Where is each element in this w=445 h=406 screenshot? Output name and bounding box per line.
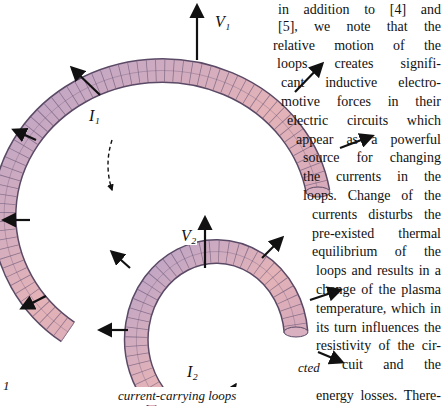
body-text-line: motive forces in their	[281, 93, 441, 111]
body-text-line: equilibrium of the	[312, 243, 441, 261]
body-text-line: change of the plasma	[316, 281, 441, 299]
figure-caption: current-carrying loops	[116, 387, 238, 405]
body-text-line: cant inductive electro-	[281, 74, 441, 92]
body-text-line: resistivity of the cir-	[316, 337, 441, 355]
body-text-line: cuit and the	[342, 356, 441, 374]
caption-fragment: cted	[298, 359, 320, 377]
quantity-symbol: V₁	[214, 13, 231, 31]
body-text-line: relative motion of the	[273, 37, 441, 55]
body-text-line: temperature, which in	[316, 300, 441, 318]
body-text-line: loops creates signifi-	[277, 55, 441, 73]
small-loop	[136, 251, 308, 402]
figure-number: 1	[3, 377, 10, 395]
body-text-line: its turn influences the	[316, 319, 441, 337]
body-text-line: energy losses. There-	[316, 387, 441, 405]
body-text-line: pre-existed thermal	[312, 225, 441, 243]
body-text-line: in addition to [4] and	[278, 1, 441, 19]
quantity-symbol: V₂	[180, 227, 197, 245]
quantity-symbol: I₂	[186, 363, 199, 381]
body-text-line: loops and results in a	[316, 262, 441, 280]
current-arrows	[108, 140, 236, 400]
quantity-symbol: I₁	[88, 107, 101, 125]
body-text-line: appear as a powerful	[296, 131, 441, 149]
body-text-line: loops. Change of the	[303, 187, 441, 205]
body-text-line: currents disturbs the	[312, 206, 441, 224]
body-text-line: electric circuits which	[287, 112, 441, 130]
body-text-line: the currents in the	[303, 168, 441, 186]
body-text-line: [5], we note that the	[278, 18, 441, 36]
body-text-line: source for changing	[303, 149, 441, 167]
